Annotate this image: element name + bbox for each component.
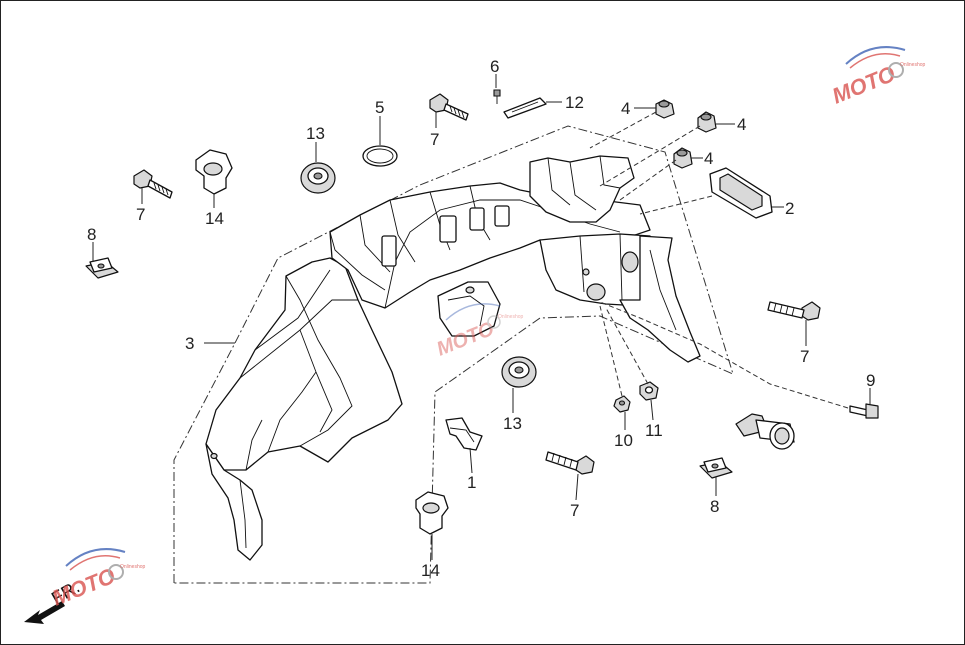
callout-2: 2 — [785, 199, 794, 218]
callout-6: 6 — [490, 57, 499, 76]
grommet-part-13-upper — [300, 162, 336, 194]
svg-text:Onlineshop: Onlineshop — [120, 564, 146, 570]
guide-line-frame — [639, 195, 713, 215]
callout-8a: 8 — [87, 225, 96, 244]
guide-line-damper-middle — [599, 125, 701, 187]
watermark-logo-top-right: MOTO Onlineshop — [829, 46, 926, 109]
callout-4c: 4 — [704, 149, 713, 168]
bolt-part-7-upper-center — [429, 93, 469, 121]
o-ring-inner-part-5 — [366, 148, 394, 164]
svg-text:MOTO: MOTO — [829, 61, 899, 109]
bolt-part-7-right — [767, 301, 821, 321]
callout-labels: 1 2 3 4 4 4 5 6 7 7 7 7 8 8 9 10 11 12 1… — [87, 57, 875, 580]
callout-5: 5 — [375, 98, 384, 117]
screw-part-6 — [493, 89, 501, 104]
callout-9: 9 — [866, 371, 875, 390]
guide-line-damper-lower — [619, 159, 677, 201]
guide-line-nut-10 — [599, 305, 623, 397]
grommet-part-13-lower — [501, 356, 537, 388]
callout-7d: 7 — [570, 501, 579, 520]
frame-part-2 — [709, 167, 773, 219]
collar-part-14-upper — [195, 149, 233, 195]
damper-part-4-lower — [673, 147, 693, 169]
callout-8b: 8 — [710, 497, 719, 516]
callout-7b: 7 — [430, 130, 439, 149]
clip-nut-part-8-left — [85, 257, 119, 279]
clip-strip-part-12 — [503, 97, 547, 119]
callout-12: 12 — [565, 93, 584, 112]
callout-14b: 14 — [421, 561, 440, 580]
callout-7c: 7 — [800, 347, 809, 366]
svg-text:Onlineshop: Onlineshop — [498, 314, 524, 320]
callout-14a: 14 — [205, 209, 224, 228]
rear-fender-part-3 — [205, 155, 701, 561]
bolt-part-7-upper-left — [133, 169, 173, 199]
leader-lines — [92, 74, 871, 560]
damper-part-4-middle — [697, 111, 717, 133]
damper-part-4-top — [655, 99, 675, 119]
bolt-part-7-lower — [545, 451, 595, 475]
svg-text:MOTO: MOTO — [49, 563, 119, 611]
lock-cylinder — [735, 413, 795, 450]
callout-10: 10 — [614, 431, 633, 450]
callout-4b: 4 — [737, 115, 746, 134]
nut-part-11 — [639, 381, 659, 401]
nut-part-10 — [613, 395, 631, 413]
clip-nut-part-8-right — [699, 457, 733, 479]
front-arrow-icon — [24, 601, 65, 624]
assembly-boundary-line — [173, 125, 734, 584]
callout-3: 3 — [185, 334, 194, 353]
callout-4a: 4 — [621, 99, 630, 118]
callout-13b: 13 — [503, 414, 522, 433]
callout-1: 1 — [467, 473, 476, 492]
callout-13a: 13 — [306, 124, 325, 143]
screw-part-9 — [849, 403, 879, 419]
callout-11: 11 — [645, 421, 663, 440]
bracket-clip-part-1 — [445, 417, 483, 451]
guide-line-screw-9 — [599, 301, 849, 409]
guide-line-damper-top — [589, 111, 657, 149]
collar-part-14-lower — [415, 491, 449, 535]
svg-text:Onlineshop: Onlineshop — [900, 62, 926, 68]
callout-7a: 7 — [136, 205, 145, 224]
watermark-logo-bottom-left: MOTO Onlineshop — [49, 548, 146, 611]
guide-line-nut-11 — [605, 307, 649, 385]
